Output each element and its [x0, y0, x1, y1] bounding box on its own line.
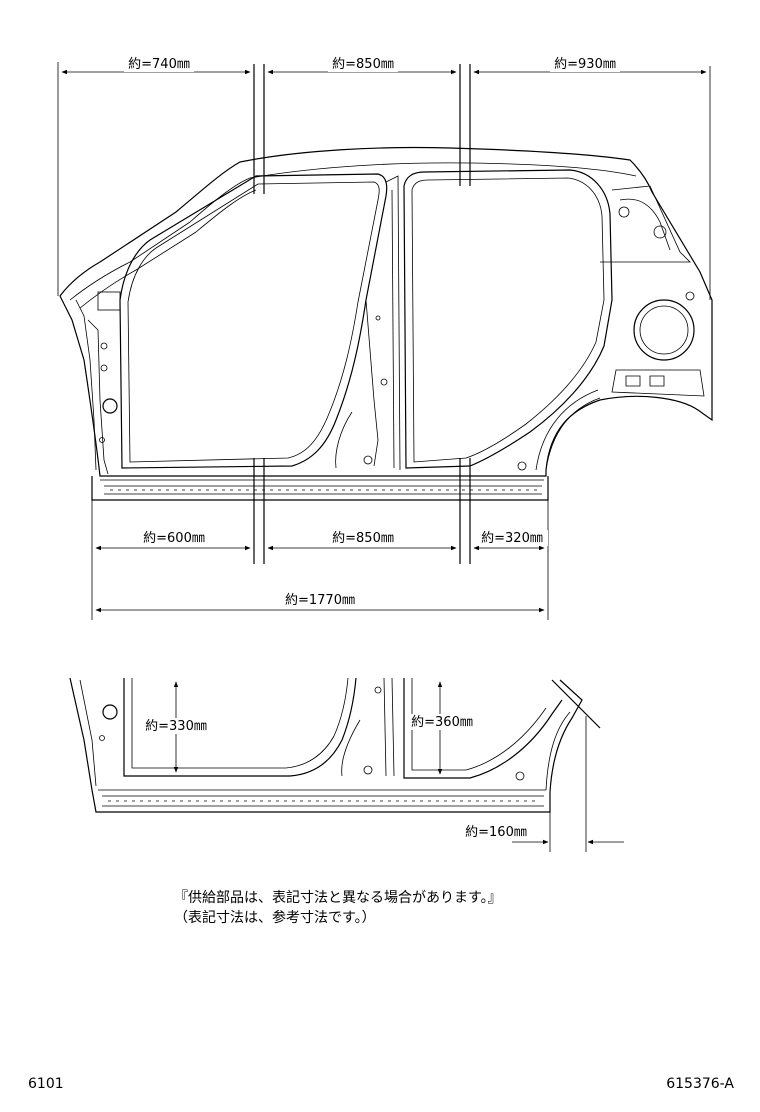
diagram-code-right: 615376-A	[666, 1076, 734, 1092]
rear-quarter-section	[517, 185, 705, 471]
supply-parts-note: 『供給部品は、表記寸法と異なる場合があります。』	[174, 890, 502, 906]
side-panel-outline	[59, 146, 713, 501]
rear-door-opening	[403, 169, 613, 469]
dim-middle-upper: 約=850㎜	[332, 57, 394, 72]
upper-dimension-labels: 約=740㎜ 約=850㎜ 約=930㎜	[124, 56, 620, 72]
front-pillar-details	[97, 291, 121, 443]
dim-rear-upper: 約=930㎜	[554, 57, 616, 72]
dim-rear-sill-height: 約=360㎜	[411, 715, 473, 730]
b-pillar	[335, 175, 401, 471]
detail-sill-outline	[69, 677, 601, 852]
dim-total-length: 約=1770㎜	[285, 593, 355, 608]
detail-dimension-arrows	[173, 681, 624, 845]
detail-dimension-labels: 約=330㎜ 約=360㎜ 約=160㎜	[140, 714, 527, 840]
front-door-opening	[119, 173, 388, 469]
dim-rear-lower: 約=320㎜	[481, 531, 543, 546]
dim-front-lower: 約=600㎜	[143, 531, 205, 546]
reference-dimensions-note: （表記寸法は、参考寸法です。）	[174, 910, 376, 926]
dim-front-sill-height: 約=330㎜	[145, 719, 207, 734]
dim-rear-cut-width: 約=160㎜	[465, 825, 527, 840]
dim-front-upper: 約=740㎜	[128, 57, 190, 72]
cut-band-lines	[57, 62, 711, 620]
lower-dimension-labels: 約=600㎜ 約=850㎜ 約=320㎜ 約=1770㎜	[140, 530, 548, 608]
page-code-left: 6101	[28, 1076, 64, 1092]
lower-dimension-arrows	[95, 545, 545, 613]
dim-middle-lower: 約=850㎜	[332, 531, 394, 546]
